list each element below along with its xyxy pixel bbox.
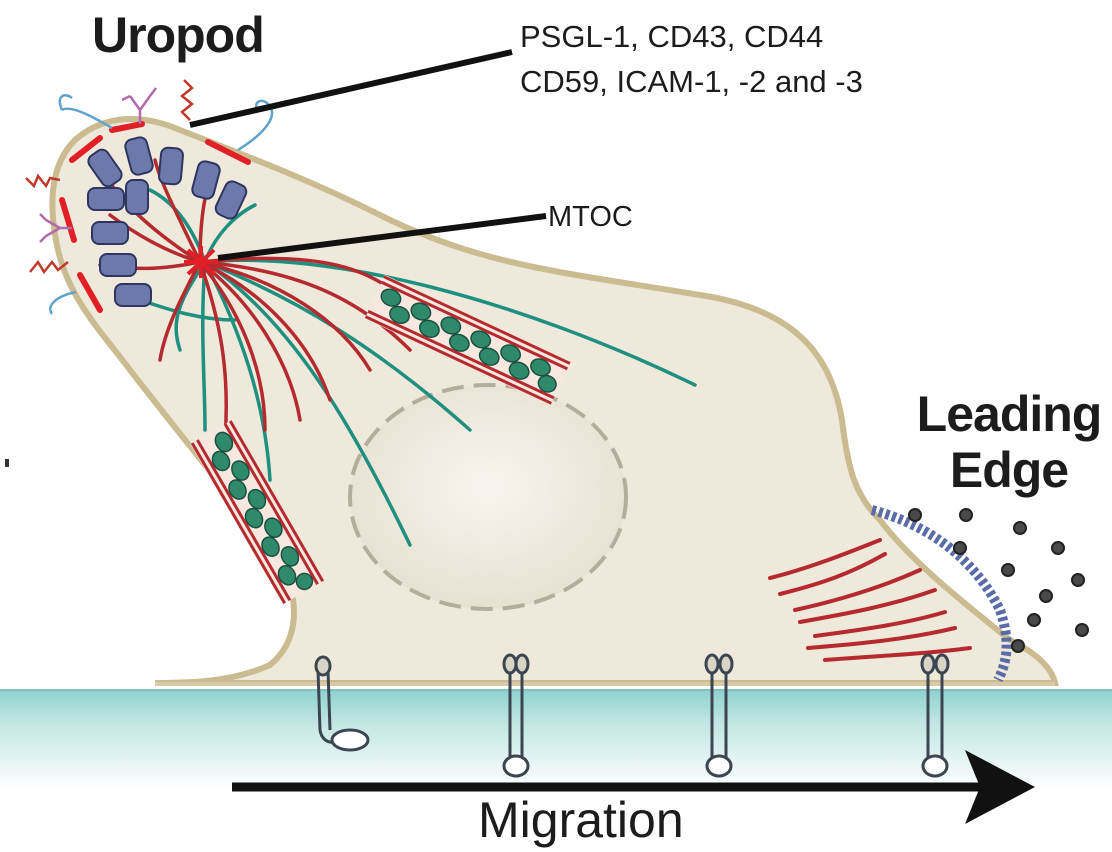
uropod-label: Uropod <box>92 6 264 64</box>
mtoc-center <box>184 246 218 278</box>
leading-edge-line-1: Leading <box>906 386 1112 442</box>
uropod-markers-label: PSGL-1, CD43, CD44 CD59, ICAM-1, -2 and … <box>520 14 863 104</box>
markers-line-1: PSGL-1, CD43, CD44 <box>520 14 863 59</box>
leading-edge-line-2: Edge <box>906 442 1112 498</box>
markers-line-2: CD59, ICAM-1, -2 and -3 <box>520 59 863 104</box>
mtoc-label: MTOC <box>548 201 633 234</box>
leading-edge-label: Leading Edge <box>906 386 1112 498</box>
substrate <box>0 690 1112 790</box>
migration-label: Migration <box>478 791 684 849</box>
nucleus <box>350 385 626 609</box>
edge-mark <box>5 459 9 467</box>
